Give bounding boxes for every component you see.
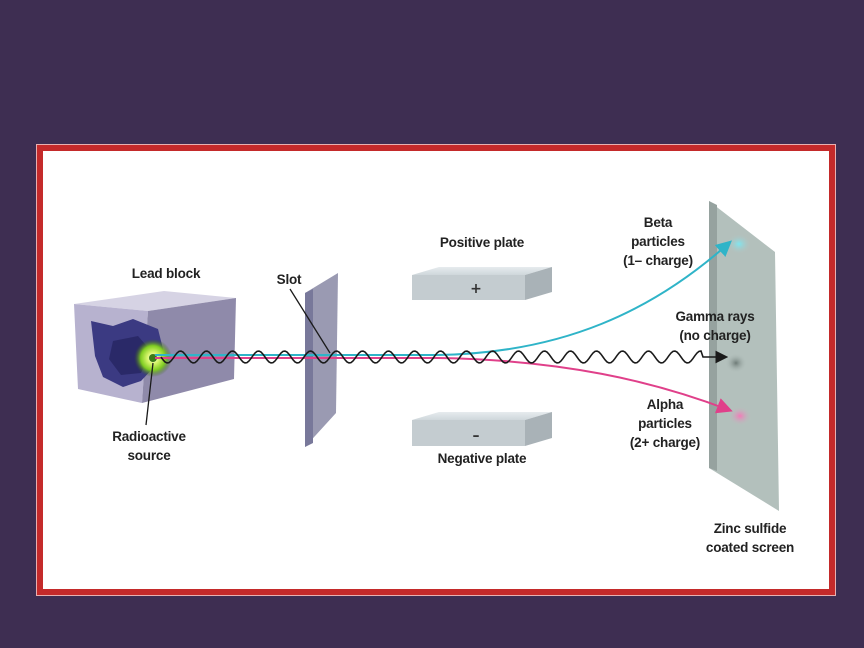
alpha-spot <box>728 406 752 426</box>
gamma-label-line1: Gamma rays <box>675 309 754 324</box>
screen-label-line2: coated screen <box>706 540 794 555</box>
gamma-label-line2: (no charge) <box>679 328 750 343</box>
radioactive-source-label-line2: source <box>127 448 171 463</box>
negative-plate: – <box>412 412 552 446</box>
radiation-deflection-diagram: + – <box>74 201 794 555</box>
lead-block <box>74 291 236 403</box>
screen-label-line1: Zinc sulfide <box>714 521 787 536</box>
alpha-label-line3: (2+ charge) <box>630 435 700 450</box>
alpha-label-line2: particles <box>638 416 692 431</box>
gamma-ray-path <box>160 350 729 364</box>
diagram-panel: + – <box>43 151 829 589</box>
slot-pointer-line <box>289 288 331 354</box>
beta-label-line2: particles <box>631 234 685 249</box>
beta-spot <box>727 234 751 254</box>
diagram-frame: + – <box>36 144 836 596</box>
negative-plate-label: Negative plate <box>438 451 527 466</box>
beta-label-line3: (1– charge) <box>623 253 693 268</box>
beta-label-line1: Beta <box>644 215 673 230</box>
slot-label: Slot <box>277 272 302 287</box>
plus-sign: + <box>470 281 482 297</box>
zinc-sulfide-screen <box>709 201 779 511</box>
alpha-particle-path <box>333 357 733 414</box>
positive-plate-label: Positive plate <box>440 235 525 250</box>
radioactive-source-label-line1: Radioactive <box>112 429 186 444</box>
lead-block-label: Lead block <box>132 266 201 281</box>
source-pointer-line <box>145 362 154 426</box>
positive-plate: + <box>412 267 552 300</box>
gamma-spot <box>725 353 747 373</box>
alpha-label-line1: Alpha <box>647 397 684 412</box>
minus-sign: – <box>473 428 480 444</box>
slot-plate <box>305 273 338 447</box>
